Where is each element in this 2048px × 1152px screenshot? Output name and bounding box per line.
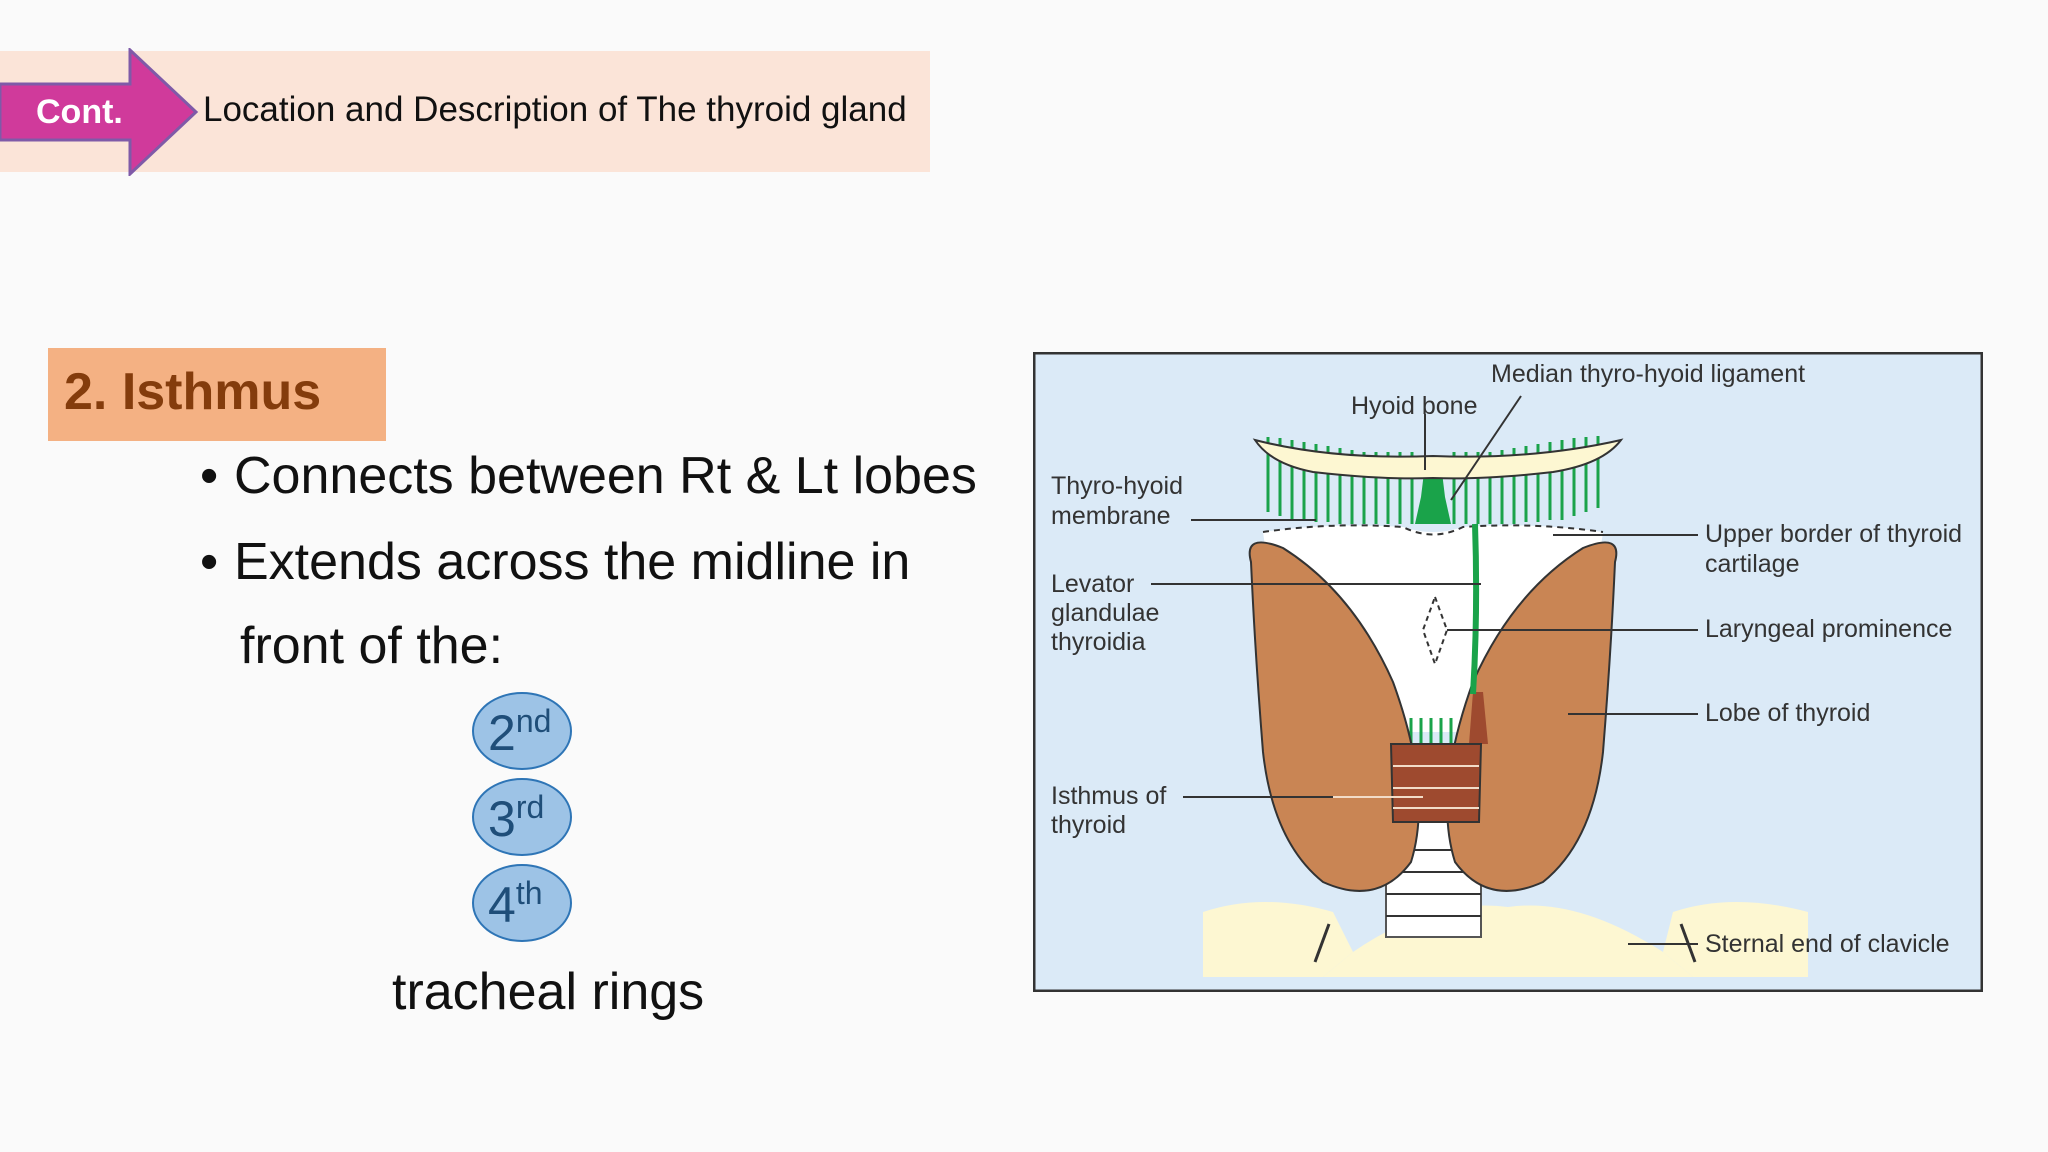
isthmus: [1389, 743, 1483, 823]
label-isthmus: thyroid: [1051, 811, 1126, 839]
label-levator: glandulae: [1051, 599, 1159, 627]
laryngeal-prominence-outline: [1421, 594, 1449, 668]
label-levator: thyroidia: [1051, 628, 1146, 656]
bullet-text: Connects between Rt & Lt lobes: [234, 447, 977, 505]
ring-badge-2nd: 2nd: [472, 692, 572, 770]
section-title: 2. Isthmus: [64, 363, 322, 421]
ring-number: 3: [488, 791, 516, 847]
hyoid-bone: [1252, 438, 1624, 480]
label-upper-border: cartilage: [1705, 550, 1800, 578]
ring-suffix: th: [515, 875, 543, 911]
label-thyrohyoid: Thyro-hyoid: [1051, 472, 1183, 500]
label-upper-border: Upper border of thyroid: [1705, 520, 1962, 548]
ring-suffix: nd: [515, 703, 552, 739]
label-hyoid-bone: Hyoid bone: [1351, 392, 1477, 420]
lobe-left: [1248, 541, 1420, 892]
ring-badge-3rd: 3rd: [472, 778, 572, 856]
bullet-text: Extends across the midline in: [234, 533, 911, 591]
header-arrow-icon: [0, 48, 199, 176]
clavicle-right: [1663, 902, 1808, 977]
thyroid-diagram: Median thyro-hyoid ligament Hyoid bone T…: [1033, 352, 1983, 992]
ring-number: 4: [488, 877, 516, 933]
ring-suffix: rd: [515, 789, 545, 825]
bullet-item: • Connects between Rt & Lt lobes: [200, 446, 977, 506]
section-title-box: [48, 348, 386, 441]
label-sternal-end: Sternal end of clavicle: [1705, 930, 1950, 958]
label-lobe: Lobe of thyroid: [1705, 699, 1870, 727]
leader-lines: [1151, 395, 1698, 945]
header-title: Location and Description of The thyroid …: [203, 90, 907, 129]
bullet-dot: •: [200, 533, 219, 591]
thyroid-cartilage-border: [1262, 524, 1604, 536]
rings-caption: tracheal rings: [392, 963, 705, 1021]
isthmus-ring-lines: [1393, 765, 1479, 809]
pyramidal-lobe: [1469, 692, 1488, 744]
header-badge: Cont.: [36, 93, 123, 131]
bullet-item: • Extends across the midline in: [200, 532, 910, 592]
label-thyrohyoid: membrane: [1051, 502, 1171, 530]
label-levator: Levator: [1051, 570, 1134, 598]
ring-number: 2: [488, 705, 516, 761]
clavicle-left: [1203, 902, 1353, 977]
label-laryngeal-prominence: Laryngeal prominence: [1705, 615, 1952, 643]
sternoclavicular-joint-left: [1313, 923, 1331, 963]
label-isthmus: Isthmus of: [1051, 782, 1166, 810]
bullet-dot: •: [200, 447, 219, 505]
label-median-ligament: Median thyro-hyoid ligament: [1491, 360, 1805, 388]
bullet-continuation: front of the:: [240, 617, 504, 675]
levator-glandulae-band: [1470, 523, 1480, 695]
ring-badge-4th: 4th: [472, 864, 572, 942]
